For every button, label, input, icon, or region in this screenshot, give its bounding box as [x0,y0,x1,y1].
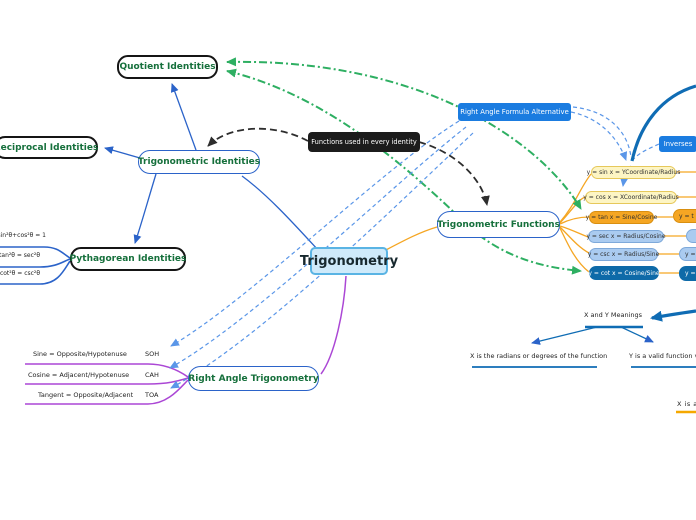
label-right-angle-formula-alternative[interactable]: Right Angle Formula Alternative [458,103,571,121]
node-trigonometric-functions[interactable]: Trigonometric Functions [437,211,560,238]
node-label: Trigonometry [299,253,399,269]
cah-formula[interactable]: Cosine = Adjacent/Hypotenuse [28,371,130,379]
formula-cos[interactable]: y = cos x = XCoordinate/Radius [583,191,679,204]
xy-meaning-edges [472,325,696,368]
soh-formula[interactable]: Sine = Opposite/Hypotenuse [33,350,127,358]
toa-abbr: TOA [145,391,159,399]
node-quotient-identities[interactable]: Quotient Identities [117,55,218,79]
formula-csc[interactable]: y = csc x = Radius/Sine [588,248,659,261]
green-dashdot-edges [226,57,582,275]
node-y-meaning[interactable]: Y is a valid function va [629,352,696,360]
node-reciprocal-identities[interactable]: Reciprocal Identities [0,136,98,159]
formula-sin[interactable]: y = sin x = YCoordinate/Radius [587,166,680,179]
soh-abbr: SOH [145,350,160,358]
node-label: Quotient Identities [119,62,216,72]
thick-blue-edges [630,84,696,322]
pythagorean-formula-2[interactable]: + tan²θ = sec²θ [0,252,40,259]
note-functions-used[interactable]: Functions used in every identity [308,132,420,152]
node-trigonometric-identities[interactable]: Trigonometric Identities [138,150,260,174]
node-label: Right Angle Trigonometry [188,373,319,384]
formula-sec-alt[interactable] [686,229,696,243]
node-pythagorean-identities[interactable]: Pythagorean Identities [70,247,186,271]
formula-tan-alt[interactable]: y = t [673,209,696,223]
formula-cot-alt[interactable]: y = [679,266,696,281]
note-label: Functions used in every identity [311,138,417,146]
pythagorean-formula-3[interactable]: + cot²θ = csc²θ [0,270,40,277]
node-x-meaning[interactable]: X is the radians or degrees of the funct… [470,352,608,360]
node-label: Trigonometric Identities [137,157,261,167]
toa-formula[interactable]: Tangent = Opposite/Adjacent [38,391,134,399]
purple-edges [25,275,347,405]
pythagorean-formula-lines [0,246,71,285]
node-xy-meanings[interactable]: X and Y Meanings [584,311,642,319]
node-trigonometry[interactable]: Trigonometry [300,247,398,275]
formula-cot[interactable]: y = cot x = Cosine/Sine [588,266,660,280]
pythagorean-formula-1[interactable]: sin²θ+cos²θ = 1 [0,232,46,239]
label-inverses[interactable]: Inverses [659,136,696,152]
formula-tan[interactable]: y = tan x = Sine/Cosine [586,211,657,224]
formula-csc-alt[interactable]: y = [679,247,696,261]
cah-abbr: CAH [145,371,159,379]
node-right-angle-trigonometry[interactable]: Right Angle Trigonometry [188,366,319,391]
node-x-is-a[interactable]: X is a [677,400,696,408]
formula-sec[interactable]: y = sec x = Radius/Cosine [586,230,666,243]
node-label: Reciprocal Identities [0,142,99,153]
node-label: Trigonometric Functions [437,219,560,230]
node-label: Pythagorean Identities [69,254,187,264]
